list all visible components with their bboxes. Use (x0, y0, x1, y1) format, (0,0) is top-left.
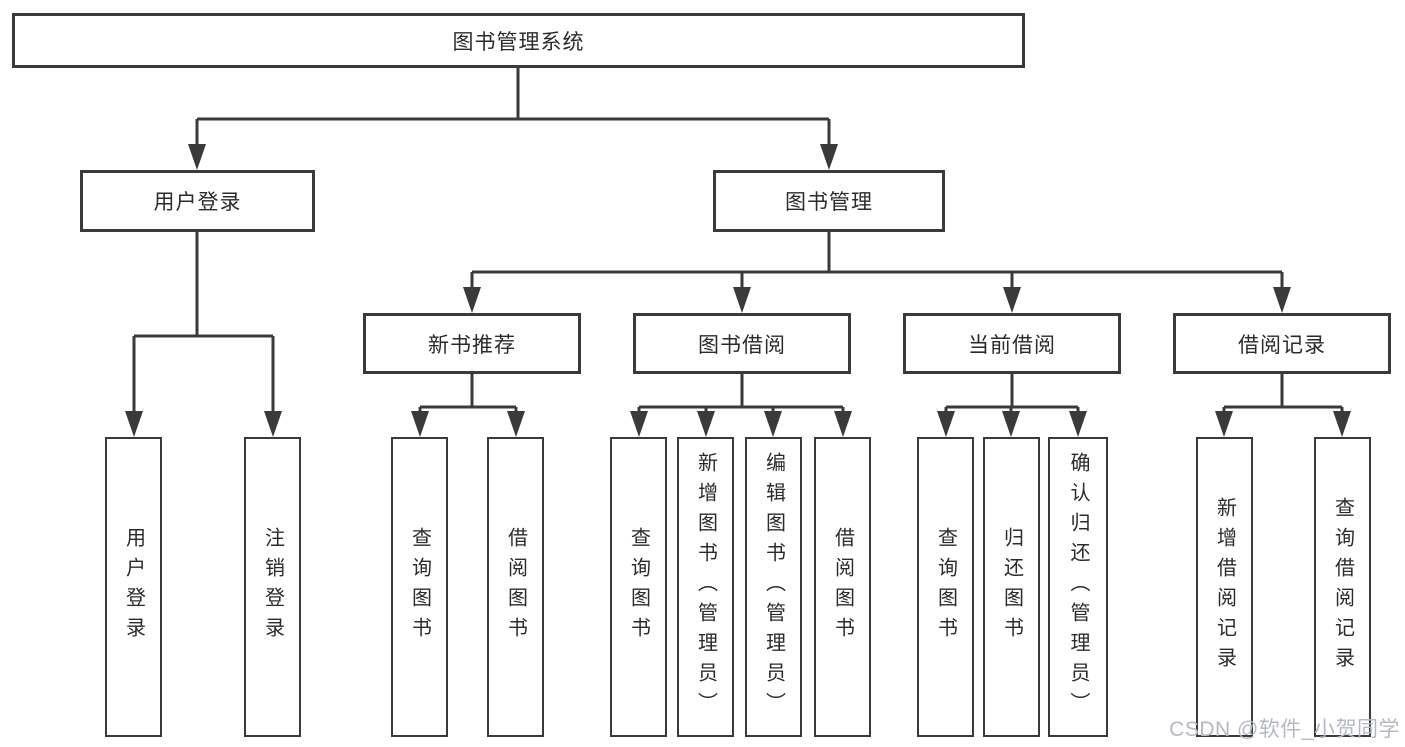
csdn-watermark: CSDN @软件_小贺同学 (1169, 718, 1400, 741)
leaf-add-books-admin: 新增图书（管理员） (677, 437, 734, 737)
node-label: 图书管理系统 (452, 30, 585, 54)
leaf-user-login: 用户登录 (105, 437, 162, 737)
leaf-borrow-books-recommend: 借阅图书 (487, 437, 544, 737)
leaf-query-borrow-record: 查询借阅记录 (1314, 437, 1371, 737)
node-new-book-recommend: 新书推荐 (363, 313, 581, 374)
leaf-edit-books-admin: 编辑图书（管理员） (745, 437, 802, 737)
leaf-borrow-books: 借阅图书 (814, 437, 871, 737)
node-label: 当前借阅 (968, 333, 1056, 357)
leaf-return-books: 归还图书 (983, 437, 1040, 737)
leaf-label: 查询图书 (627, 527, 650, 647)
leaf-query-books-current: 查询图书 (917, 437, 974, 737)
leaf-label: 查询图书 (408, 527, 431, 647)
leaf-label: 确认归还（管理员） (1067, 452, 1089, 722)
leaf-add-borrow-record: 新增借阅记录 (1196, 437, 1253, 737)
node-label: 用户登录 (153, 191, 242, 214)
node-label: 图书管理 (785, 191, 873, 214)
node-book-borrowing: 图书借阅 (633, 313, 851, 374)
leaf-label: 查询图书 (934, 527, 957, 647)
node-label: 新书推荐 (428, 333, 516, 357)
leaf-query-books-recommend: 查询图书 (391, 437, 448, 737)
node-borrowing-records: 借阅记录 (1173, 313, 1391, 374)
leaf-label: 借阅图书 (831, 527, 854, 647)
node-system-root: 图书管理系统 (12, 13, 1025, 68)
node-label: 借阅记录 (1238, 333, 1326, 357)
leaf-query-books-borrowing: 查询图书 (610, 437, 667, 737)
leaf-label: 新增借阅记录 (1213, 497, 1236, 677)
node-book-management: 图书管理 (713, 170, 945, 232)
leaf-label: 归还图书 (1000, 527, 1023, 647)
node-label: 图书借阅 (698, 333, 786, 357)
leaf-label: 用户登录 (122, 527, 145, 647)
arrowheads (125, 144, 1351, 437)
leaf-label: 查询借阅记录 (1331, 497, 1354, 677)
leaf-logout: 注销登录 (244, 437, 301, 737)
node-user-login: 用户登录 (80, 170, 315, 232)
node-current-borrowing: 当前借阅 (903, 313, 1121, 374)
leaf-label: 注销登录 (261, 527, 284, 647)
leaf-label: 新增图书（管理员） (694, 452, 717, 722)
leaf-label: 借阅图书 (504, 527, 527, 647)
leaf-confirm-return-admin: 确认归还（管理员） (1048, 437, 1108, 737)
leaf-label: 编辑图书（管理员） (762, 452, 785, 722)
